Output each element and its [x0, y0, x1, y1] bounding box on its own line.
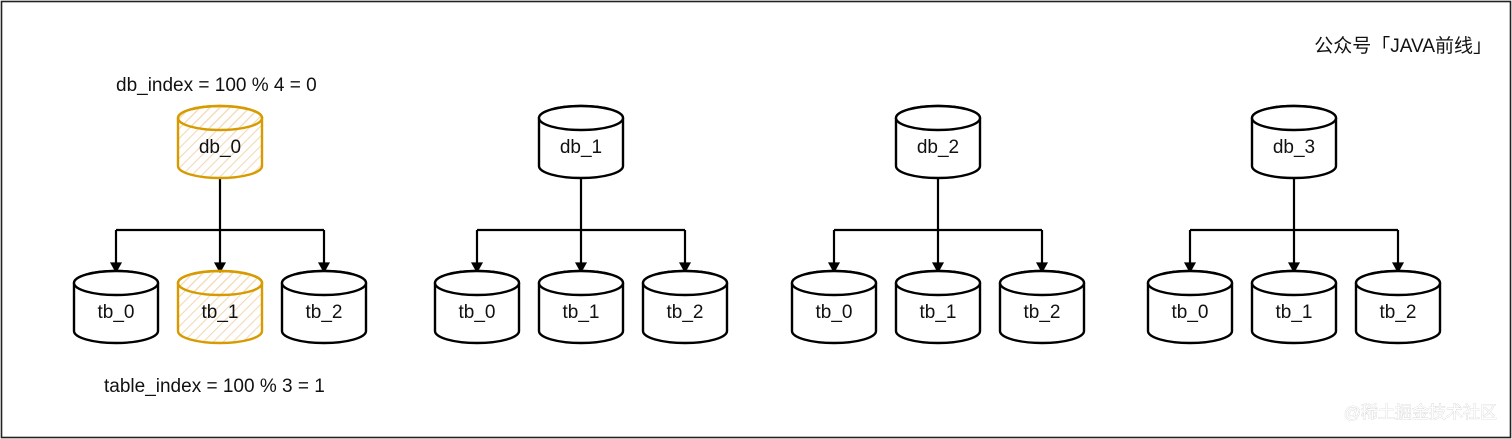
arrow-head	[317, 262, 331, 274]
table-cylinder-0-1: tb_1	[176, 269, 264, 345]
table-cylinder-2-1-label: tb_1	[920, 302, 957, 323]
table-cylinder-0-0: tb_0	[72, 269, 160, 345]
table-index-formula: table_index = 100 % 3 = 1	[104, 376, 325, 397]
arrow-head	[931, 262, 945, 274]
arrow-head	[827, 262, 841, 274]
db-cylinder-0-top	[176, 104, 264, 132]
arrow-head	[1391, 262, 1405, 274]
db-connectors-3	[1183, 178, 1405, 274]
table-cylinder-2-0-label: tb_0	[816, 302, 853, 323]
table-cylinder-1-1-label: tb_1	[563, 302, 600, 323]
table-cylinder-3-1-top	[1250, 269, 1338, 297]
db-cylinder-2: db_2	[894, 104, 982, 180]
table-cylinder-3-2-top	[1354, 269, 1442, 297]
table-cylinder-2-0: tb_0	[790, 269, 878, 345]
db-connectors-0	[109, 178, 331, 274]
db-cylinder-0-label: db_0	[199, 137, 241, 158]
table-cylinder-3-0-label: tb_0	[1172, 302, 1209, 323]
db-cylinder-0: db_0	[176, 104, 264, 180]
table-cylinder-1-1: tb_1	[537, 269, 625, 345]
db-cylinder-2-top	[894, 104, 982, 132]
table-cylinder-3-2-label: tb_2	[1380, 302, 1417, 323]
table-cylinder-3-0: tb_0	[1146, 269, 1234, 345]
watermark: @稀土掘金技术社区	[1344, 403, 1497, 422]
db-group-2: db_2 tb_0 tb_1 tb_2	[790, 104, 1086, 345]
db-group-3: db_3 tb_0 tb_1 tb_2	[1146, 104, 1442, 345]
table-cylinder-3-2: tb_2	[1354, 269, 1442, 345]
db-cylinder-1-label: db_1	[560, 137, 602, 158]
table-cylinder-0-2-label: tb_2	[306, 302, 343, 323]
arrow-head	[1183, 262, 1197, 274]
arrow-head	[213, 262, 227, 274]
table-cylinder-3-1: tb_1	[1250, 269, 1338, 345]
table-cylinder-2-2: tb_2	[998, 269, 1086, 345]
table-cylinder-2-0-top	[790, 269, 878, 297]
table-cylinder-0-2: tb_2	[280, 269, 368, 345]
table-cylinder-0-1-label: tb_1	[202, 302, 239, 323]
table-cylinder-1-0-label: tb_0	[459, 302, 496, 323]
table-cylinder-0-0-top	[72, 269, 160, 297]
db-connectors-1	[470, 178, 692, 274]
table-cylinder-2-1: tb_1	[894, 269, 982, 345]
table-cylinder-0-0-label: tb_0	[98, 302, 135, 323]
table-cylinder-2-1-top	[894, 269, 982, 297]
table-cylinder-1-1-top	[537, 269, 625, 297]
table-cylinder-1-2-label: tb_2	[667, 302, 704, 323]
arrow-head	[678, 262, 692, 274]
database-groups: db_0 tb_0 tb_1 tb_2 db_1 tb_0 tb_1 tb_2 db_2 tb_0…	[72, 104, 1442, 345]
arrow-head	[109, 262, 123, 274]
db-cylinder-2-label: db_2	[917, 137, 959, 158]
db-connectors-2	[827, 178, 1049, 274]
table-cylinder-0-1-top	[176, 269, 264, 297]
table-cylinder-2-2-label: tb_2	[1024, 302, 1061, 323]
table-cylinder-3-0-top	[1146, 269, 1234, 297]
db-cylinder-3: db_3	[1250, 104, 1338, 180]
db-group-0: db_0 tb_0 tb_1 tb_2	[72, 104, 368, 345]
arrow-head	[470, 262, 484, 274]
brand-text: 公众号「JAVA前线」	[1314, 35, 1492, 57]
db-index-formula: db_index = 100 % 4 = 0	[116, 75, 317, 96]
table-cylinder-0-2-top	[280, 269, 368, 297]
table-cylinder-3-1-label: tb_1	[1276, 302, 1313, 323]
db-cylinder-3-label: db_3	[1273, 137, 1315, 158]
table-cylinder-1-2-top	[641, 269, 729, 297]
db-group-1: db_1 tb_0 tb_1 tb_2	[433, 104, 729, 345]
arrow-head	[1035, 262, 1049, 274]
db-cylinder-1: db_1	[537, 104, 625, 180]
db-cylinder-1-top	[537, 104, 625, 132]
table-cylinder-1-0-top	[433, 269, 521, 297]
table-cylinder-1-2: tb_2	[641, 269, 729, 345]
db-cylinder-3-top	[1250, 104, 1338, 132]
arrow-head	[1287, 262, 1301, 274]
table-cylinder-1-0: tb_0	[433, 269, 521, 345]
table-cylinder-2-2-top	[998, 269, 1086, 297]
arrow-head	[574, 262, 588, 274]
